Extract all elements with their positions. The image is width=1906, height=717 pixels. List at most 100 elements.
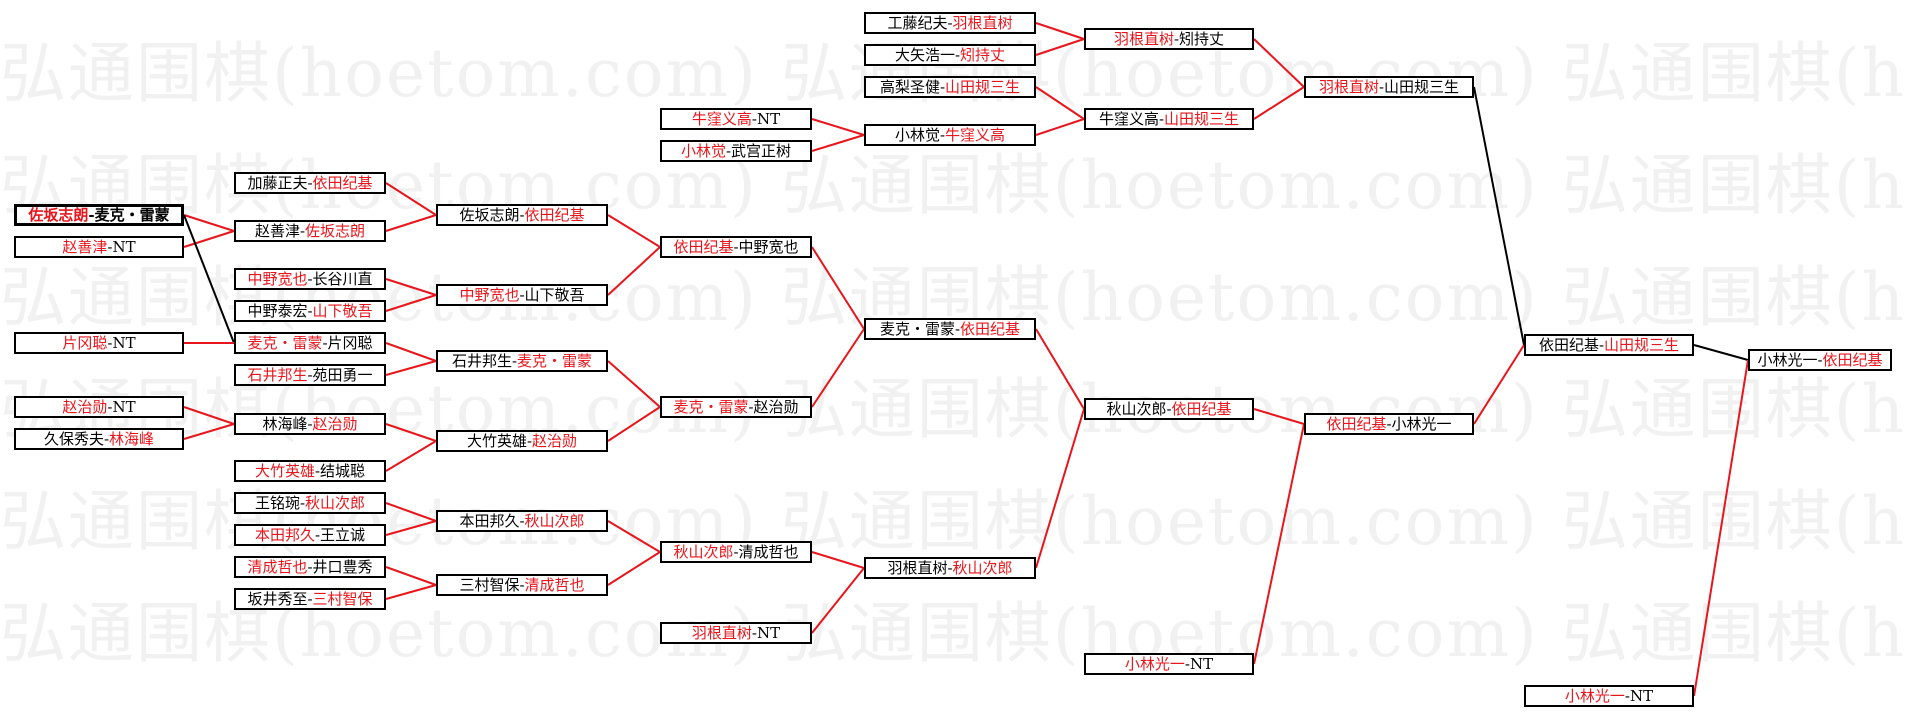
player-name: 山田规三生	[1604, 336, 1680, 354]
match-box: 佐坂志朗-依田纪基	[436, 204, 608, 226]
loser-connector-line	[183, 214, 235, 344]
match-separator: -	[947, 14, 953, 32]
player-name: 依田纪基	[1171, 400, 1232, 418]
match-separator: -	[947, 559, 953, 577]
winner-connector-line	[607, 214, 661, 248]
match-separator: -	[954, 320, 961, 338]
match-box: 大竹英雄-赵治勋	[436, 430, 608, 452]
winner-connector-line	[607, 246, 661, 296]
match-separator: -	[1166, 400, 1172, 418]
winner-connector-line	[385, 584, 437, 600]
player-name: 山田规三生	[1384, 78, 1460, 96]
player-name: 秋山次郎	[673, 543, 734, 561]
match-separator: -	[939, 126, 946, 144]
player-name: 佐坂志朗	[459, 206, 520, 224]
player-name: 清成哲也	[738, 543, 799, 561]
match-box: 秋山次郎-依田纪基	[1084, 398, 1254, 420]
player-name: 牛窪义高	[1098, 110, 1159, 128]
match-separator: -	[307, 415, 313, 433]
match-box: 佐坂志朗-麦克・雷蒙	[14, 204, 184, 226]
player-name: 山下敬吾	[524, 286, 585, 304]
match-separator: -	[1158, 110, 1165, 128]
player-name: 清成哲也	[247, 558, 308, 576]
match-separator: -	[751, 624, 757, 642]
player-name: 小林光一	[1757, 351, 1818, 369]
winner-connector-line	[385, 502, 437, 522]
match-separator: -	[939, 78, 946, 96]
winner-connector-line	[183, 406, 235, 425]
player-name: 依田纪基	[960, 320, 1021, 338]
player-name: 长谷川直	[312, 270, 373, 288]
player-name: 三村智保	[312, 590, 373, 608]
player-name: NT	[756, 624, 781, 642]
player-name: 羽根直树	[1318, 78, 1379, 96]
player-name: 赵治勋	[312, 415, 358, 433]
player-name: 矧持丈	[1179, 30, 1225, 48]
winner-connector-line	[385, 294, 437, 312]
match-separator: -	[1624, 687, 1630, 705]
player-name: 山田规三生	[1164, 110, 1240, 128]
match-box: 大矢浩一-矧持丈	[864, 44, 1036, 66]
match-box: 三村智保-清成哲也	[436, 574, 608, 596]
match-box: 牛窪义高-山田规三生	[1084, 108, 1254, 130]
player-name: 麦克・雷蒙	[517, 352, 593, 370]
player-name: 中野宽也	[738, 238, 799, 256]
player-name: 武宫正树	[731, 142, 792, 160]
player-name: NT	[112, 398, 136, 416]
winner-connector-line	[385, 342, 437, 362]
match-box: 石井邦生-麦克・雷蒙	[436, 350, 608, 372]
match-separator: -	[307, 302, 313, 320]
match-box: 麦克・雷蒙-赵治勋	[660, 396, 812, 418]
winner-connector-line	[1035, 118, 1085, 136]
match-box: 依田纪基-山田规三生	[1524, 334, 1694, 356]
match-separator: -	[748, 398, 754, 416]
match-separator: -	[314, 526, 321, 544]
winner-connector-line	[1693, 359, 1749, 697]
player-name: 赵善津	[254, 222, 300, 240]
match-box: 坂井秀至-三村智保	[234, 588, 386, 610]
winner-connector-line	[811, 134, 865, 152]
match-box: 麦克・雷蒙-依田纪基	[864, 318, 1036, 340]
match-separator: -	[519, 286, 525, 304]
winner-connector-line	[385, 214, 437, 232]
player-name: NT	[1629, 687, 1654, 705]
player-name: 佐坂志朗	[28, 206, 89, 224]
match-box: 片冈聪-NT	[14, 332, 184, 354]
winner-connector-line	[385, 360, 437, 376]
match-separator: -	[511, 352, 518, 370]
match-box: 羽根直树-矧持丈	[1084, 28, 1254, 50]
match-box: 加藤正夫-依田纪基	[234, 172, 386, 194]
player-name: 林海峰	[109, 430, 155, 448]
match-box: 小林光一-NT	[1524, 685, 1694, 707]
player-name: NT	[112, 238, 136, 256]
match-separator: -	[1173, 30, 1180, 48]
player-name: 依田纪基	[1326, 415, 1387, 433]
winner-connector-line	[385, 278, 437, 296]
player-name: 矧持丈	[960, 46, 1006, 64]
match-box: 林海峰-赵治勋	[234, 413, 386, 435]
player-name: 山下敬吾	[312, 302, 373, 320]
match-box: 依田纪基-中野宽也	[660, 236, 812, 258]
player-name: 小林觉	[680, 142, 726, 160]
winner-connector-line	[1253, 423, 1305, 665]
player-name: 中野宽也	[459, 286, 520, 304]
winner-connector-line	[811, 246, 865, 330]
winner-connector-line	[607, 551, 661, 586]
player-name: 高梨圣健	[879, 78, 940, 96]
player-name: 秋山次郎	[305, 494, 366, 512]
loser-connector-line	[1473, 86, 1525, 346]
player-name: 依田纪基	[1538, 336, 1599, 354]
match-separator: -	[1378, 78, 1385, 96]
winner-connector-line	[385, 520, 437, 536]
player-name: 大矢浩一	[894, 46, 955, 64]
match-box: 羽根直树-NT	[660, 622, 812, 644]
winner-connector-line	[385, 566, 437, 586]
player-name: 牛窪义高	[691, 110, 752, 128]
player-name: 山田规三生	[945, 78, 1021, 96]
match-separator: -	[299, 494, 306, 512]
match-separator: -	[1184, 655, 1190, 673]
player-name: 加藤正夫	[247, 174, 308, 192]
match-box: 本田邦久-王立诚	[234, 524, 386, 546]
match-box: 小林觉-牛窪义高	[864, 124, 1036, 146]
